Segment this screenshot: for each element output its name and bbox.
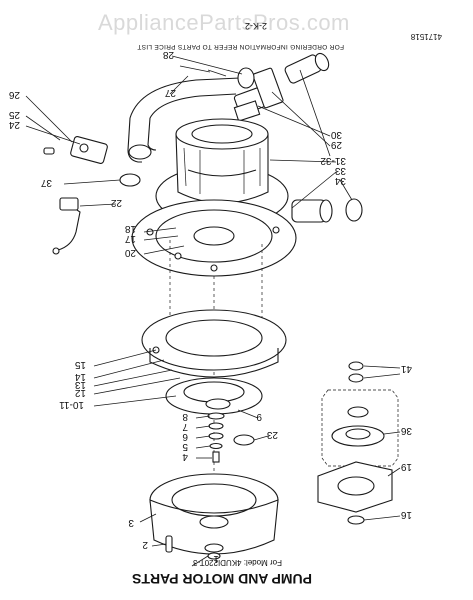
check-valve — [233, 100, 261, 122]
screw-27 — [207, 69, 227, 77]
mount-bolt-2 — [272, 226, 280, 234]
callout-6: 6 — [182, 431, 188, 442]
o-ring-41a — [348, 361, 364, 371]
motor-top-inner — [191, 124, 253, 144]
hose-outline-right — [147, 117, 157, 151]
callout-31-32: 31-32 — [320, 155, 346, 166]
callout-26: 26 — [8, 89, 20, 100]
callout-29: 29 — [330, 139, 342, 150]
harness-terminal — [52, 247, 60, 255]
valve-flange-inner — [345, 428, 371, 440]
motor-band — [187, 169, 257, 177]
callout-10-11: 10-11 — [59, 399, 84, 410]
inlet-connector-end — [314, 52, 330, 72]
hose-clamp-top — [237, 67, 255, 89]
brush-holder-screw — [79, 143, 89, 153]
callout-15: 15 — [74, 359, 86, 370]
pump-base-hub — [199, 515, 229, 529]
spacer-4 — [212, 451, 220, 463]
screw-2 — [165, 535, 173, 553]
clip-37 — [119, 173, 141, 187]
mount-bolt-1 — [146, 228, 154, 236]
cup-23 — [233, 434, 255, 446]
mount-bolt-3 — [210, 264, 218, 272]
callout-22: 22 — [110, 197, 122, 208]
mount-plate-hub — [193, 226, 235, 246]
callout-36: 36 — [400, 425, 412, 436]
callout-4: 4 — [182, 451, 188, 462]
callout-27: 27 — [164, 87, 176, 98]
callout-41: 41 — [400, 363, 412, 374]
callout-28: 28 — [162, 49, 174, 60]
callout-7: 7 — [182, 421, 188, 432]
leader-lines — [25, 55, 401, 567]
side-outlet-end — [319, 199, 333, 223]
callout-2: 2 — [142, 539, 148, 550]
callout-5: 5 — [182, 441, 188, 452]
callout-8: 8 — [182, 411, 188, 422]
o-ring-41b — [348, 373, 364, 383]
callout-12: 12 — [74, 387, 86, 398]
callout-24: 24 — [8, 119, 20, 130]
motor-top — [175, 118, 269, 150]
impeller-plate-edge — [149, 348, 279, 378]
model-line: For Model: 4KUDI220T-3 — [193, 558, 282, 567]
page-mark: 2-K-2 — [245, 21, 267, 31]
hose-cuff — [128, 144, 152, 160]
ring-6 — [208, 432, 224, 440]
washer-5 — [209, 442, 223, 450]
mount-plate-ring — [155, 209, 273, 263]
callout-37: 37 — [40, 177, 52, 188]
drain-seal-1 — [204, 543, 224, 553]
impeller-hub — [205, 398, 231, 410]
callout-34: 34 — [334, 175, 346, 186]
valve-assembly-box — [321, 389, 399, 467]
callout-3: 3 — [128, 517, 134, 528]
callout-17: 17 — [124, 233, 136, 244]
watermark-text: AppliancePartsPros.com — [98, 10, 350, 35]
callout-16: 16 — [400, 509, 412, 520]
diagram-title: PUMP AND MOTOR PARTS — [132, 571, 312, 587]
callout-23: 23 — [266, 429, 278, 440]
o-ring-16 — [347, 515, 365, 525]
callout-14: 14 — [74, 371, 86, 382]
callout-20: 20 — [124, 247, 136, 258]
callout-9: 9 — [256, 411, 262, 422]
washer-8 — [207, 412, 225, 420]
brush-spring — [43, 147, 55, 155]
hose-clamp-side — [345, 198, 363, 222]
impeller-plate-ring — [165, 319, 263, 357]
gasket-19 — [317, 461, 393, 513]
hose-curve-top — [129, 77, 241, 119]
gasket-19-hole — [337, 476, 375, 496]
callout-30: 30 — [330, 129, 342, 140]
callout-1: 1 — [213, 553, 219, 564]
impeller-plate — [141, 309, 287, 371]
harness-connector — [59, 197, 79, 211]
callout-19: 19 — [400, 461, 412, 472]
seal-7 — [208, 422, 224, 430]
hose-curve-bottom — [149, 93, 237, 119]
brush-holder — [70, 136, 108, 164]
hose-outline-left — [127, 117, 142, 163]
motor-fin-1 — [183, 147, 187, 187]
callout-25: 25 — [8, 109, 20, 120]
valve-flange — [331, 425, 385, 447]
wire-harness — [57, 203, 81, 251]
mount-bolt-4 — [174, 252, 182, 260]
bracket-plate — [252, 67, 284, 109]
callout-33: 33 — [334, 165, 346, 176]
ordering-note: FOR ORDERING INFORMATION REFER TO PARTS … — [137, 43, 344, 50]
callout-13: 13 — [74, 379, 86, 390]
doc-number: 4171518 — [410, 32, 442, 41]
callout-labels: 1 2 3 4 5 6 7 8 9 10-11 12 13 14 15 16 1… — [8, 49, 412, 564]
callout-18: 18 — [124, 223, 136, 234]
valve-cap — [347, 406, 369, 418]
